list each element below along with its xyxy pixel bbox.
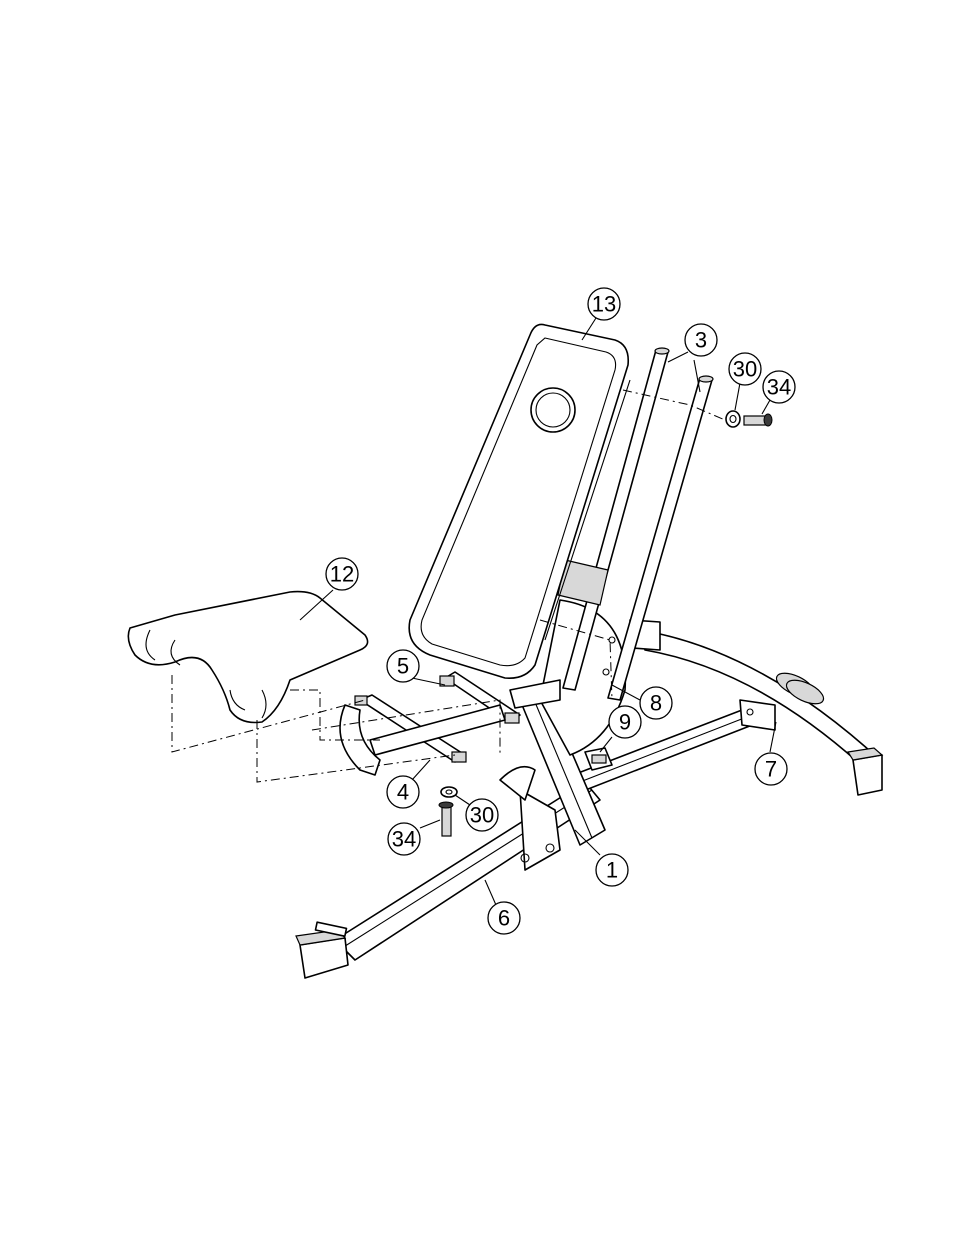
callout-3: 3 <box>685 324 717 356</box>
callout-30-lower: 30 <box>466 799 498 831</box>
svg-text:30: 30 <box>733 357 757 382</box>
callout-34-upper: 34 <box>763 371 795 403</box>
pop-pin-knob <box>585 748 612 770</box>
callout-9: 9 <box>609 706 641 738</box>
svg-text:12: 12 <box>330 562 354 587</box>
callout-6: 6 <box>488 902 520 934</box>
svg-text:1: 1 <box>606 858 618 883</box>
svg-text:6: 6 <box>498 906 510 931</box>
svg-text:30: 30 <box>470 803 494 828</box>
lower-hardware <box>439 787 457 836</box>
svg-text:7: 7 <box>765 757 777 782</box>
svg-text:9: 9 <box>619 710 631 735</box>
callout-13: 13 <box>588 288 620 320</box>
svg-text:5: 5 <box>397 654 409 679</box>
svg-text:3: 3 <box>695 328 707 353</box>
svg-text:34: 34 <box>392 827 416 852</box>
callout-30-upper: 30 <box>729 353 761 385</box>
callout-4: 4 <box>387 776 419 808</box>
svg-text:8: 8 <box>650 691 662 716</box>
callout-8: 8 <box>640 687 672 719</box>
upper-hardware <box>726 411 772 427</box>
seat-bracket <box>340 695 505 775</box>
callout-7: 7 <box>755 753 787 785</box>
svg-text:34: 34 <box>767 375 791 400</box>
callout-12: 12 <box>326 558 358 590</box>
callout-1: 1 <box>596 854 628 886</box>
seat-pad <box>128 592 367 723</box>
callout-5: 5 <box>387 650 419 682</box>
svg-text:13: 13 <box>592 292 616 317</box>
callout-34-lower: 34 <box>388 823 420 855</box>
svg-text:4: 4 <box>397 780 409 805</box>
